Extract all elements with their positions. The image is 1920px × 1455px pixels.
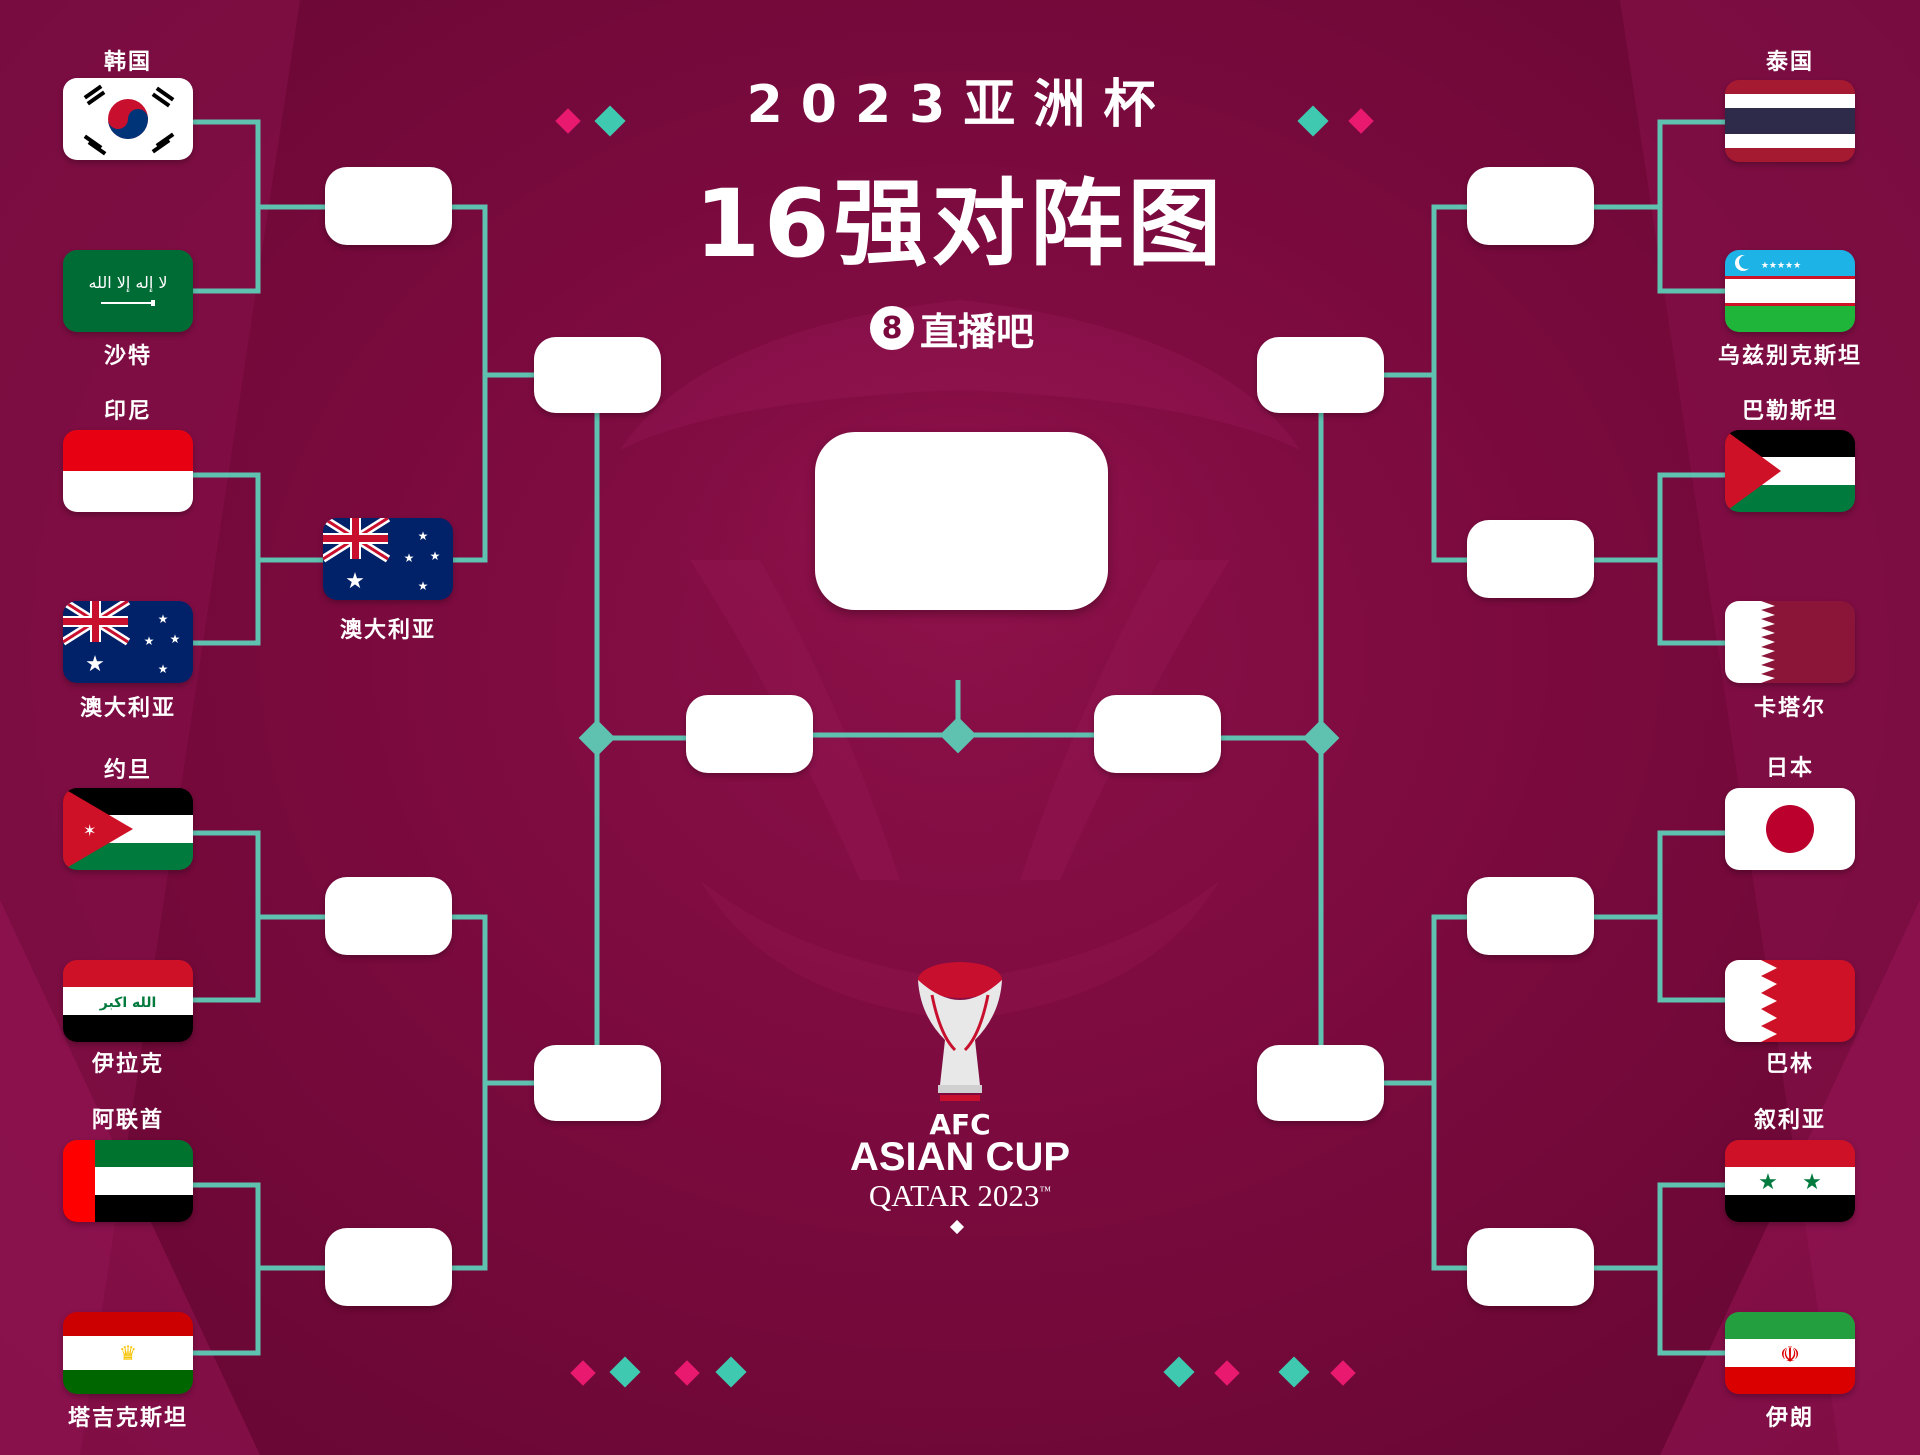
team-label-australia: 澳大利亚 <box>79 696 176 721</box>
iran-flag: ☫ <box>1725 1312 1855 1394</box>
bahrain-flag <box>1725 960 1855 1042</box>
slot-sf-left <box>686 695 813 773</box>
slot-qf-left-1 <box>534 337 661 413</box>
slot-r16-right-4 <box>1467 1228 1594 1306</box>
team-label-palestine: 巴勒斯坦 <box>1741 399 1838 424</box>
svg-text:★: ★ <box>1758 1170 1778 1195</box>
team-label-iran: 伊朗 <box>1765 1406 1814 1431</box>
slot-sf-right <box>1094 695 1221 773</box>
afc-logo-line3: QATAR 2023™ <box>0 1178 1920 1214</box>
svg-text:★: ★ <box>418 529 429 543</box>
team-label-jordan: 约旦 <box>103 758 152 783</box>
svg-text:★: ★ <box>404 551 415 565</box>
slot-final <box>815 432 1108 610</box>
brand-logo: 8 直播吧 <box>870 298 1060 358</box>
uae-flag <box>63 1140 193 1222</box>
team-label-thailand: 泰国 <box>1765 50 1814 75</box>
thailand-flag <box>1725 80 1855 162</box>
asian-cup-trophy-icon <box>918 962 1002 1101</box>
zhibo8-icon: 8 <box>870 306 914 350</box>
team-label-uae: 阿联酋 <box>91 1108 164 1133</box>
svg-text:★: ★ <box>170 632 181 646</box>
syria-flag: ★★ <box>1725 1140 1855 1222</box>
slot-qf-left-2 <box>534 1045 661 1121</box>
slot-r16-right-3 <box>1467 877 1594 955</box>
slot-r16-left-4 <box>325 1228 452 1306</box>
tajikistan-flag: ♛ <box>63 1312 193 1394</box>
svg-text:ﻻ إله إلا الله: ﻻ إله إلا الله <box>88 273 167 292</box>
team-label-korea: 韩国 <box>103 50 152 75</box>
slot-r16-right-2 <box>1467 520 1594 598</box>
team-label-r16-winner: 澳大利亚 <box>339 618 436 643</box>
japan-flag <box>1725 788 1855 870</box>
svg-text:★: ★ <box>144 634 155 648</box>
uzbekistan-flag: ★★★★★ <box>1725 250 1855 332</box>
team-label-indonesia: 印尼 <box>103 399 152 424</box>
slot-r16-right-1 <box>1467 167 1594 245</box>
title-year: 2023亚洲杯 <box>746 75 1174 135</box>
team-label-qatar: 卡塔尔 <box>1753 696 1826 721</box>
slot-r16-left-1 <box>325 167 452 245</box>
australia-flag: ★ ★ ★ ★ ★ <box>63 601 193 683</box>
svg-text:★: ★ <box>430 549 441 563</box>
svg-text:★: ★ <box>158 612 169 626</box>
afc-logo-line2: ASIAN CUP <box>849 1135 1071 1179</box>
indonesia-flag <box>63 430 193 512</box>
svg-text:✶: ✶ <box>83 821 96 840</box>
palestine-flag <box>1725 430 1855 512</box>
svg-text:★: ★ <box>85 652 105 677</box>
svg-text:★: ★ <box>1802 1170 1822 1195</box>
svg-text:★: ★ <box>345 569 365 594</box>
afc-logo-line3-text: QATAR 2023 <box>868 1178 1040 1213</box>
svg-text:☫: ☫ <box>1780 1343 1800 1368</box>
svg-text:♛: ♛ <box>119 1341 137 1365</box>
svg-text:الله اكبر: الله اكبر <box>99 995 157 1011</box>
team-label-saudi: 沙特 <box>103 344 152 369</box>
brand-name: 直播吧 <box>920 309 1035 354</box>
slot-qf-right-2 <box>1257 1045 1384 1121</box>
team-label-tajikistan: 塔吉克斯坦 <box>67 1406 188 1431</box>
team-label-japan: 日本 <box>1765 756 1814 781</box>
iraq-flag: الله اكبر <box>63 960 193 1042</box>
slot-r16-left-3 <box>325 877 452 955</box>
team-label-uzbekistan: 乌兹别克斯坦 <box>1717 344 1862 369</box>
svg-text:★★★★★: ★★★★★ <box>1761 261 1801 271</box>
slot-qf-right-1 <box>1257 337 1384 413</box>
korea-flag <box>63 78 193 160</box>
afc-logo-line1: AFC <box>929 1108 991 1141</box>
qatar-flag <box>1725 601 1855 683</box>
team-label-iraq: 伊拉克 <box>91 1052 164 1077</box>
australia-flag: ★ ★ ★ ★ ★ <box>323 518 453 600</box>
trademark-symbol: ™ <box>1039 1183 1052 1198</box>
saudi-flag: ﻻ إله إلا الله <box>63 250 193 332</box>
page-title: 16强对阵图 <box>694 170 1226 279</box>
svg-text:★: ★ <box>418 579 429 593</box>
jordan-flag: ✶ <box>63 788 193 870</box>
team-label-bahrain: 巴林 <box>1765 1052 1814 1077</box>
team-label-syria: 叙利亚 <box>1753 1108 1826 1133</box>
svg-text:★: ★ <box>158 662 169 676</box>
